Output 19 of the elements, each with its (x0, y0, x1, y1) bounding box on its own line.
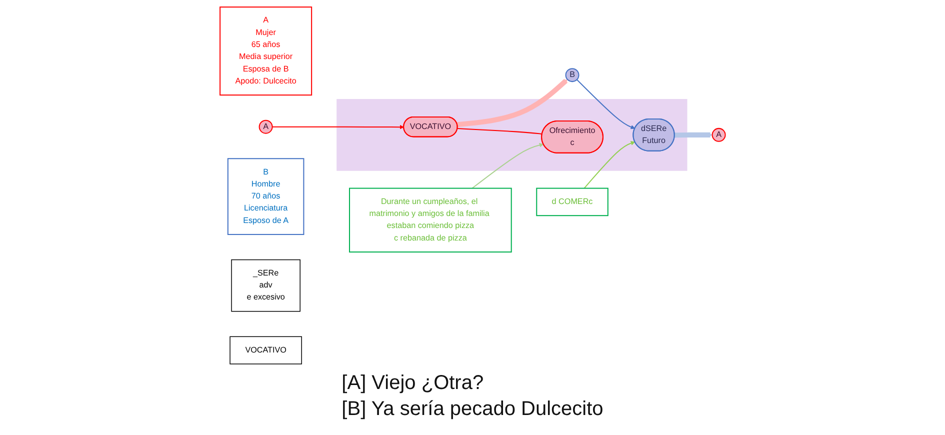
node-box: d COMERc (536, 187, 608, 216)
connector (457, 128, 542, 134)
arrow (472, 142, 544, 188)
dialogue-line: [A] Viejo ¿Otra? (342, 371, 484, 396)
node-box: B Hombre 70 años Licenciatura Esposo de A (227, 158, 304, 234)
node-circle: A (258, 119, 273, 134)
node-box: _SERe adv e excesivo (230, 258, 300, 312)
node-box: Durante un cumpleaños, el matrimonio y amigos de la familia estaban comiendo pizza c rebanada de pizza (348, 187, 512, 252)
arrow (584, 140, 635, 188)
arrow (272, 124, 404, 129)
node-circle: B (565, 68, 580, 82)
node-circle: A (712, 127, 726, 142)
arrow (674, 132, 712, 138)
arrow (576, 78, 635, 129)
arrow (456, 78, 568, 127)
dialogue-line: [B] Ya sería pecado Dulcecito (342, 397, 604, 422)
node-box: VOCATIVO (229, 336, 302, 364)
cluster (336, 98, 688, 170)
node-box: A Mujer 65 años Media superior Esposa de B Apodo: Dulcecito (219, 6, 312, 96)
